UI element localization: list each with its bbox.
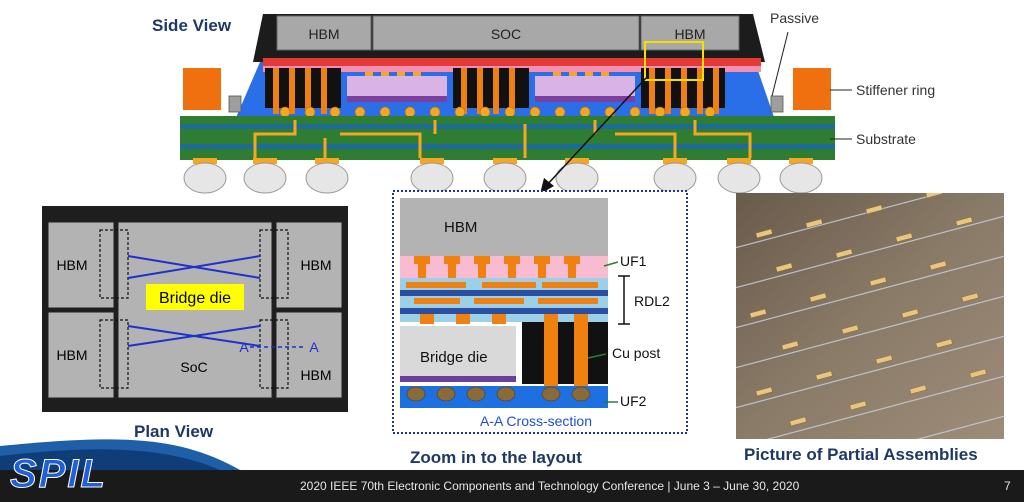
zoom-hbm-label: HBM — [444, 219, 477, 236]
zoom-rdl2-label: RDL2 — [634, 293, 670, 309]
plan-a-left-label: A — [239, 339, 249, 355]
passive-label: Passive — [770, 10, 820, 26]
side-view-diagram: HBM SOC HBM — [180, 14, 835, 194]
plan-bridge-die-label: Bridge die — [159, 290, 231, 307]
partial-assemblies-photo — [736, 193, 1004, 439]
zoom-bridge-die-label: Bridge die — [420, 349, 488, 366]
plan-a-right-label: A — [309, 339, 319, 355]
conference-text: 2020 IEEE 70th Electronic Components and… — [300, 479, 800, 493]
page-number: 7 — [1004, 479, 1011, 493]
plan-hbm-tl-label: HBM — [56, 257, 87, 273]
zoom-cu-post-label: Cu post — [612, 345, 660, 361]
cross-section-diagram: HBM Bridge die UF1 RDL2 Cu post UF2 A-A … — [392, 190, 688, 434]
zoom-uf1-label: UF1 — [620, 253, 647, 269]
zoom-uf2-label: UF2 — [620, 393, 647, 409]
side-hbm-left-label: HBM — [308, 26, 339, 42]
footer-swoosh — [0, 439, 240, 470]
spil-logo-text: SPIL — [10, 452, 107, 497]
cross-section-caption: A-A Cross-section — [480, 413, 592, 429]
side-soc-label: SOC — [491, 26, 521, 42]
zoom-arrow — [540, 77, 647, 194]
zoom-title: Zoom in to the layout — [410, 448, 582, 467]
callout-lines — [771, 31, 852, 140]
side-hbm-right-label: HBM — [674, 26, 705, 42]
photo-title: Picture of Partial Assemblies — [744, 445, 978, 464]
plan-view-title: Plan View — [134, 422, 214, 441]
side-view-title: Side View — [152, 16, 232, 35]
stiffener-ring-label: Stiffener ring — [856, 82, 936, 98]
plan-hbm-bl-label: HBM — [56, 347, 87, 363]
plan-soc-label: SoC — [180, 359, 207, 375]
plan-hbm-br-label: HBM — [300, 367, 331, 383]
spil-logo: SPIL — [10, 452, 116, 497]
substrate-label: Substrate — [856, 131, 916, 147]
footer-bar — [0, 470, 1024, 502]
plan-view-diagram: Bridge die HBM HBM HBM HBM SoC A A — [42, 206, 348, 412]
plan-hbm-tr-label: HBM — [300, 257, 331, 273]
